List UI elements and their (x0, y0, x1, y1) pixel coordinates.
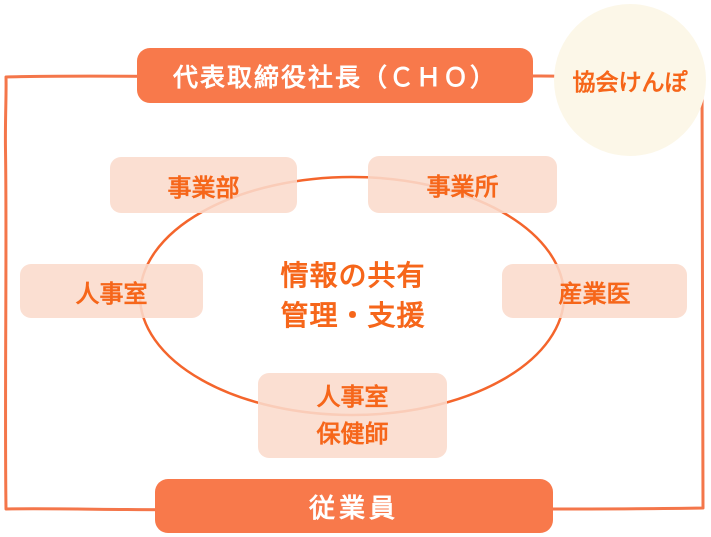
kyokai-kenpo-circle: 協会けんぽ (554, 4, 706, 156)
employees-box-label: 従業員 (308, 492, 399, 523)
employees-box: 従業員 (155, 479, 553, 533)
physician-box: 産業医 (502, 264, 687, 318)
hr-nurse-box-line2: 保健師 (316, 420, 389, 448)
center-caption-line1: 情報の共有 (280, 260, 426, 291)
hr-box: 人事室 (20, 264, 203, 318)
hr-nurse-box: 人事室 保健師 (258, 373, 447, 458)
office-box-label: 事業所 (426, 174, 499, 201)
president-box-label: 代表取締役社長（ＣＨＯ） (172, 63, 497, 92)
center-caption-line2: 管理・支援 (280, 300, 426, 331)
hr-box-label: 人事室 (75, 280, 148, 308)
center-caption: 情報の共有 管理・支援 (253, 250, 453, 342)
dept-box: 事業部 (110, 157, 297, 213)
president-box: 代表取締役社長（ＣＨＯ） (137, 48, 533, 103)
hr-nurse-box-line1: 人事室 (316, 383, 389, 411)
dept-box-label: 事業部 (167, 174, 240, 202)
physician-box-label: 産業医 (558, 280, 631, 308)
office-box: 事業所 (368, 156, 557, 213)
kyokai-kenpo-label: 協会けんぽ (572, 69, 688, 95)
